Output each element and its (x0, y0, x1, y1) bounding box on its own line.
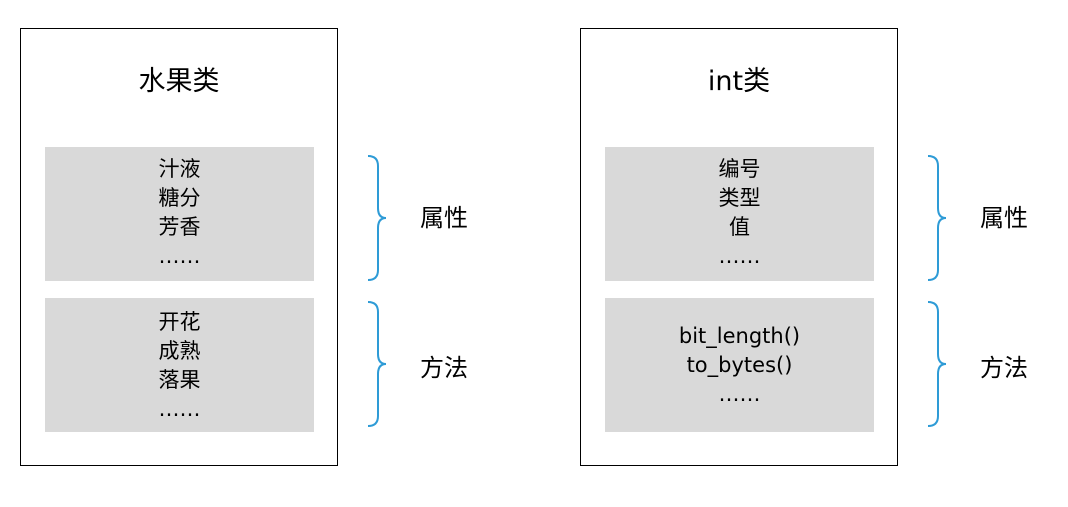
int-class-box: int类 编号 类型 值 …… bit_length() to_bytes() … (580, 28, 898, 466)
int-method-item: bit_length() (678, 324, 801, 348)
int-methods-panel: bit_length() to_bytes() …… (605, 298, 874, 432)
int-class-title: int类 (707, 66, 771, 97)
int-method-ellipsis: …… (718, 382, 761, 406)
fruit-method-item: 成熟 (158, 339, 201, 363)
int-attribute-item: 编号 (718, 157, 761, 181)
fruit-attribute-item: 汁液 (158, 157, 201, 181)
int-attributes-label: 属性 (980, 204, 1028, 232)
fruit-class-title: 水果类 (138, 66, 220, 97)
fruit-attribute-item: 芳香 (158, 215, 201, 239)
fruit-class-box: 水果类 汁液 糖分 芳香 …… 开花 成熟 落果 …… (20, 28, 338, 466)
int-attribute-item: 类型 (718, 186, 761, 210)
fruit-attributes-label: 属性 (420, 204, 468, 232)
fruit-methods-panel: 开花 成熟 落果 …… (45, 298, 314, 432)
fruit-attribute-item: 糖分 (158, 186, 201, 210)
fruit-method-item: 落果 (158, 368, 201, 392)
fruit-attributes-brace (367, 155, 387, 281)
fruit-methods-label: 方法 (420, 354, 468, 382)
int-attribute-item: 值 (729, 215, 750, 239)
int-attributes-panel: 编号 类型 值 …… (605, 147, 874, 281)
int-attribute-ellipsis: …… (718, 244, 761, 268)
int-attributes-brace (927, 155, 947, 281)
fruit-attributes-panel: 汁液 糖分 芳香 …… (45, 147, 314, 281)
fruit-method-ellipsis: …… (158, 397, 201, 421)
int-methods-brace (927, 301, 947, 427)
fruit-attribute-ellipsis: …… (158, 244, 201, 268)
int-methods-label: 方法 (980, 354, 1028, 382)
int-method-item: to_bytes() (686, 353, 793, 377)
fruit-methods-brace (367, 301, 387, 427)
fruit-method-item: 开花 (158, 310, 201, 334)
